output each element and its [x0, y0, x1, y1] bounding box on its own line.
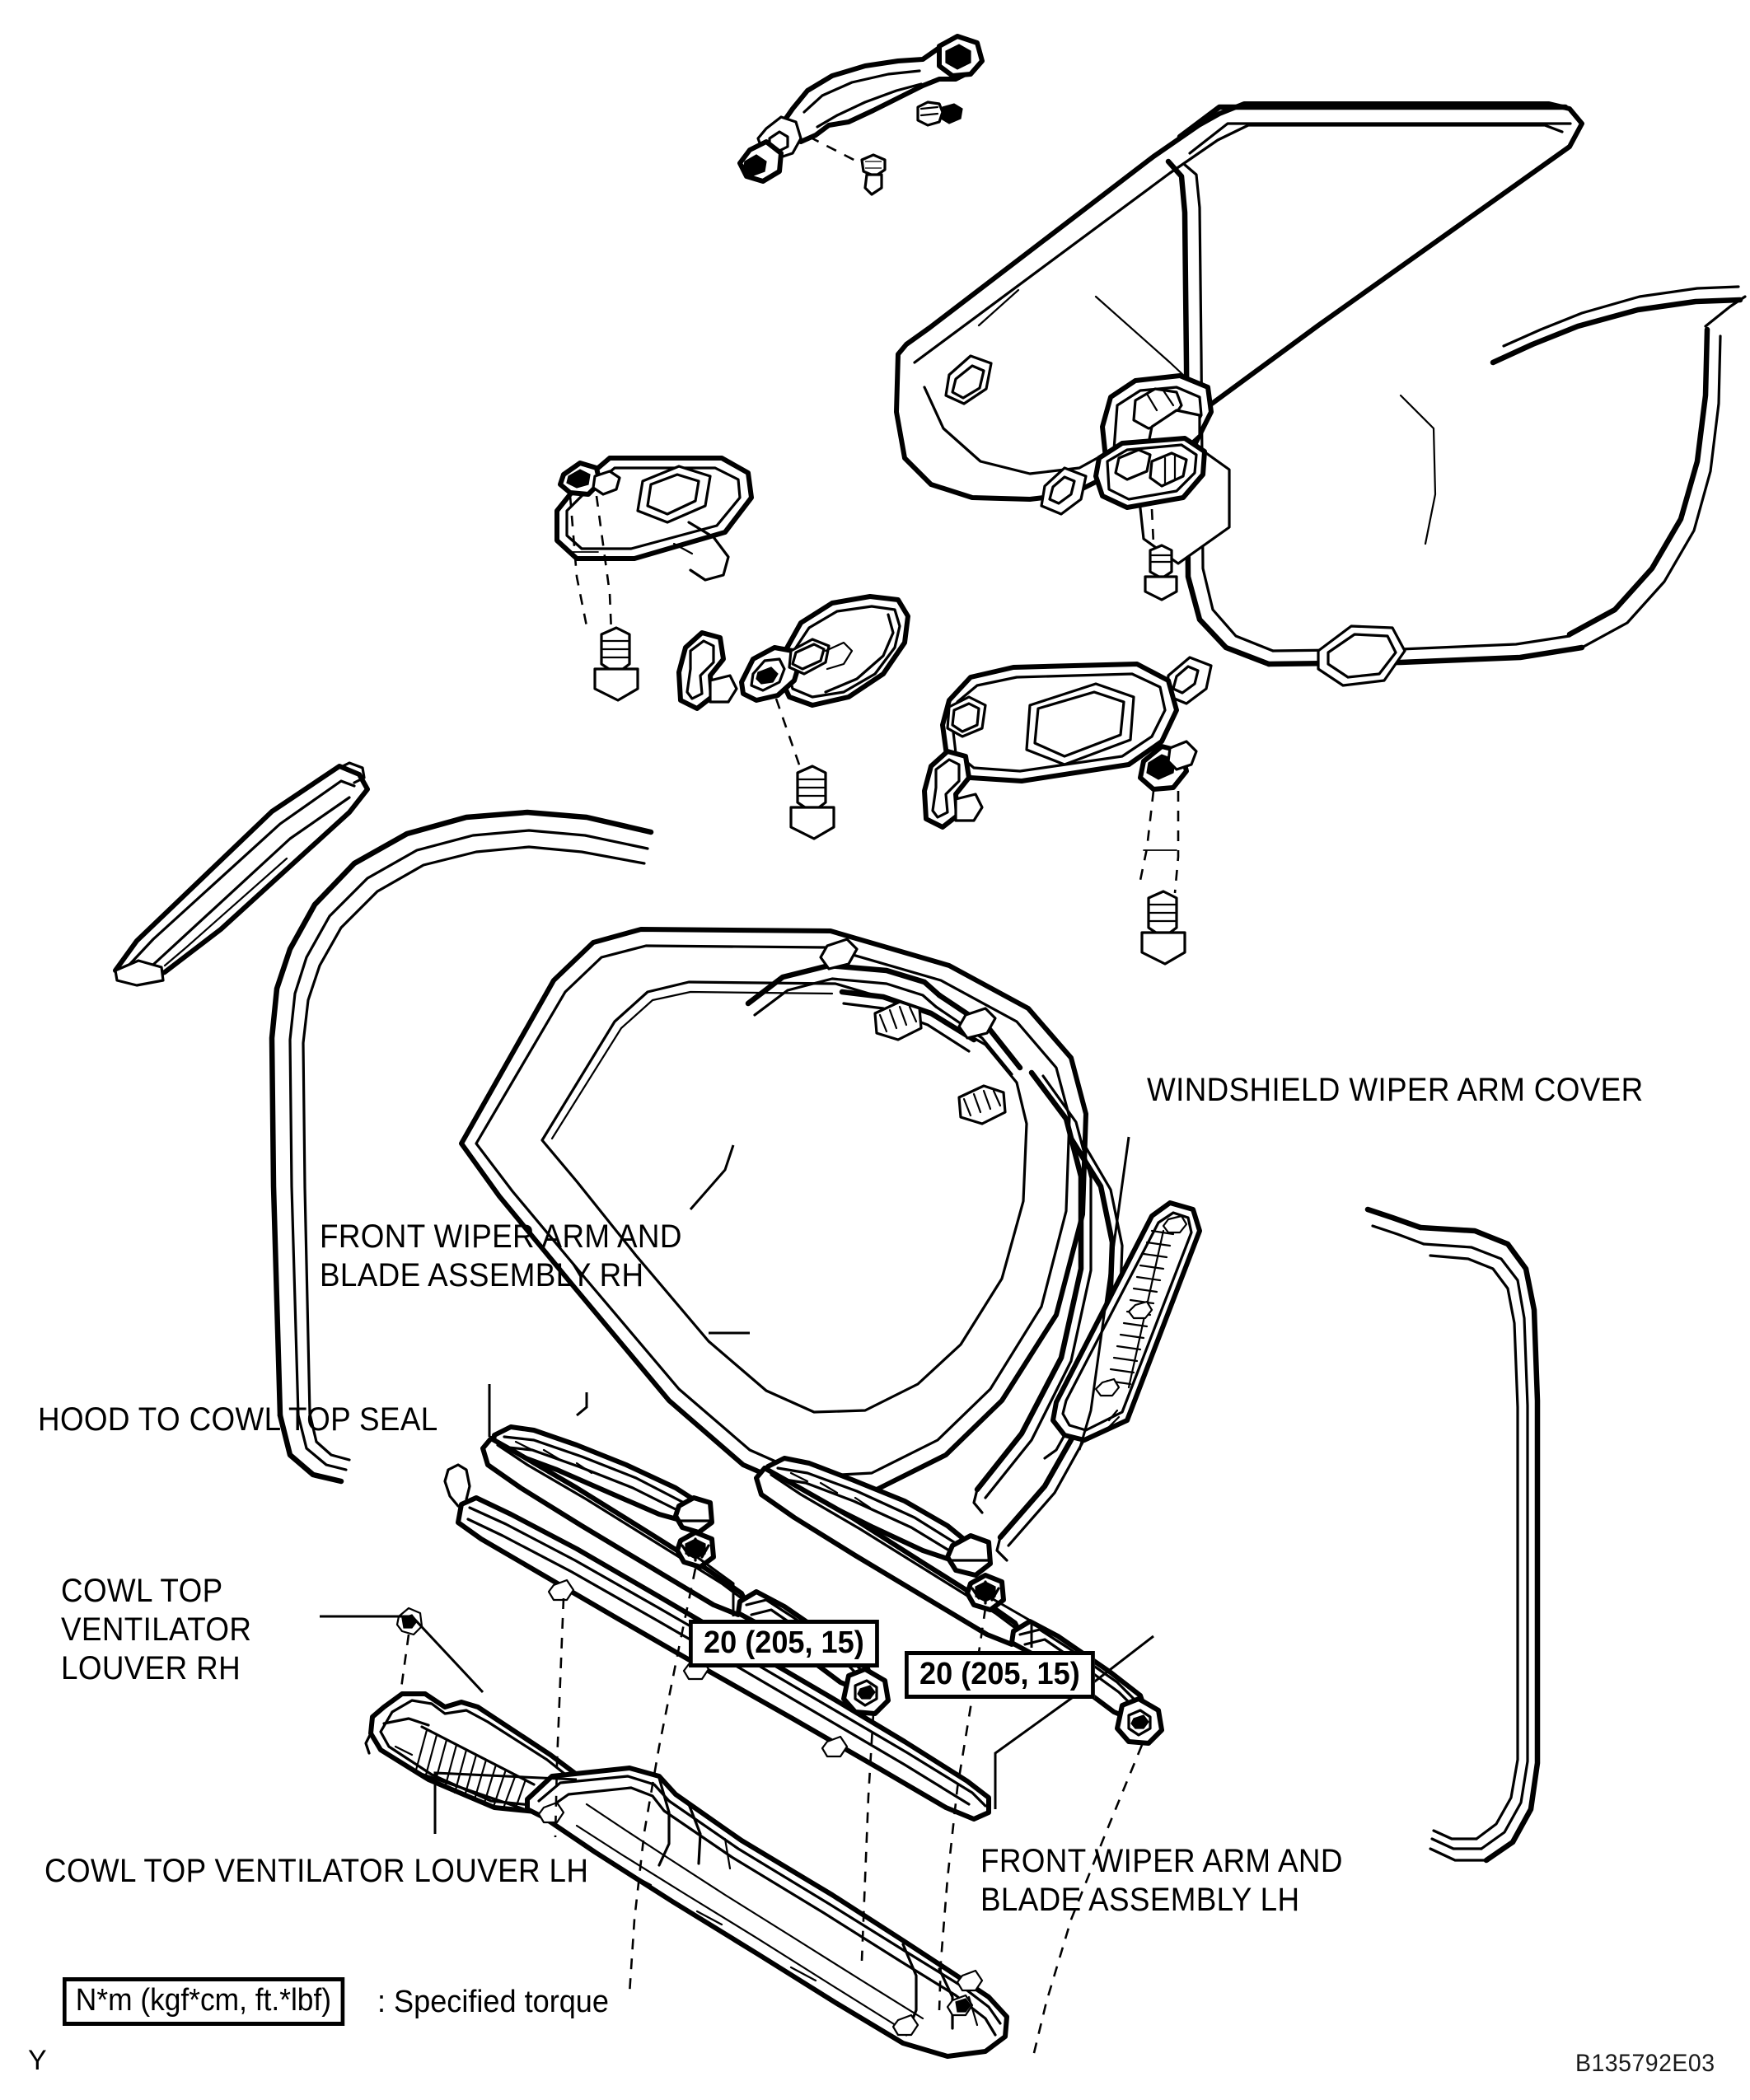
front-pillar-garnish-left: [113, 761, 370, 987]
callout-front-wiper-arm-blade-rh: FRONT WIPER ARM AND BLADE ASSEMBLY RH: [320, 1218, 682, 1294]
torque-legend-description: : Specified torque: [377, 1984, 609, 2019]
callout-windshield-wiper-arm-cover: WINDSHIELD WIPER ARM COVER: [1147, 1072, 1644, 1108]
inner-rear-view-mirror: [739, 594, 910, 840]
map-lamp-assembly: [1093, 373, 1214, 601]
front-pillar-weatherstrip-right: [1364, 1206, 1541, 1864]
torque-spec-right: 20 (205, 15): [905, 1651, 1095, 1699]
callout-hood-to-cowl-top-seal: HOOD TO COWL TOP SEAL: [38, 1401, 438, 1438]
callout-front-wiper-arm-blade-lh: FRONT WIPER ARM AND BLADE ASSEMBLY LH: [980, 1843, 1343, 1919]
torque-spec-left: 20 (205, 15): [689, 1620, 879, 1667]
cowl-top-ventilator-louver-rh-part: [364, 1607, 587, 1815]
sun-visor-left: [554, 456, 754, 711]
windshield-glass: [459, 927, 1088, 1495]
sheet-corner-mark: Y: [28, 2045, 47, 2076]
windshield-outer-moulding: [269, 809, 654, 1485]
torque-legend: N*m (kgf*cm, ft.*lbf) : Specified torque: [63, 1977, 620, 2026]
assist-grip-roof-handle: [737, 34, 985, 196]
roof-headliner-panel: [894, 101, 1747, 705]
assembly-dashed-lines: [554, 1568, 1144, 2057]
torque-unit-box: N*m (kgf*cm, ft.*lbf): [63, 1977, 344, 2026]
callout-leader-lines: [320, 1136, 1154, 1834]
windshield-wiper-arm-cover-part: [1043, 1200, 1202, 1460]
callout-cowl-top-ventilator-louver-lh: COWL TOP VENTILATOR LOUVER LH: [44, 1853, 589, 1889]
figure-reference-code: B135792E03: [1575, 2050, 1715, 2077]
cowl-top-ventilator-louver-lh-part: [525, 1766, 1009, 2059]
callout-cowl-top-ventilator-louver-rh: COWL TOP VENTILATOR LOUVER RH: [61, 1573, 252, 1687]
sun-visor-right: [922, 662, 1198, 966]
